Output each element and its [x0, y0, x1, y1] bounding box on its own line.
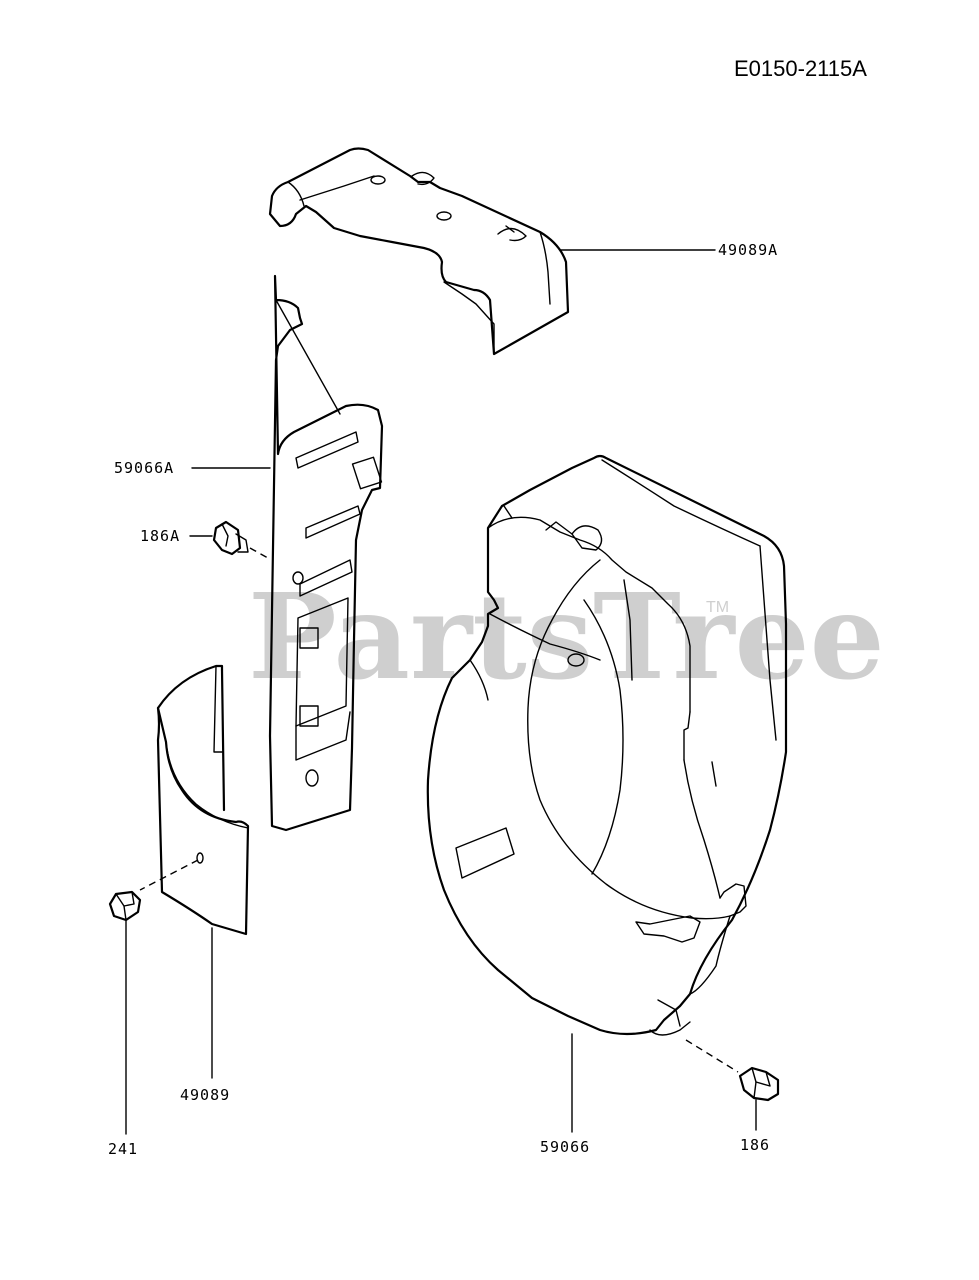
- part-241-screw: [108, 890, 142, 922]
- label-49089: 49089: [180, 1086, 230, 1104]
- part-49089-shield: [139, 664, 250, 936]
- part-59066-shroud: [426, 454, 788, 1036]
- label-59066: 59066: [540, 1138, 590, 1156]
- label-186A: 186A: [140, 527, 180, 545]
- leader-lines: [125, 249, 757, 1135]
- diagram-code: E0150-2115A: [734, 56, 867, 81]
- label-241: 241: [108, 1140, 138, 1158]
- label-49089A: 49089A: [718, 241, 778, 259]
- part-186A-bolt: [212, 520, 269, 559]
- part-59066A-plate: [268, 274, 384, 832]
- part-49089A-cover: [268, 147, 570, 356]
- watermark-trademark: TM: [706, 599, 729, 616]
- part-186-bolt: [685, 1039, 780, 1102]
- label-59066A: 59066A: [114, 459, 174, 477]
- label-186: 186: [740, 1136, 770, 1154]
- watermark-text: PartsTree: [248, 567, 885, 706]
